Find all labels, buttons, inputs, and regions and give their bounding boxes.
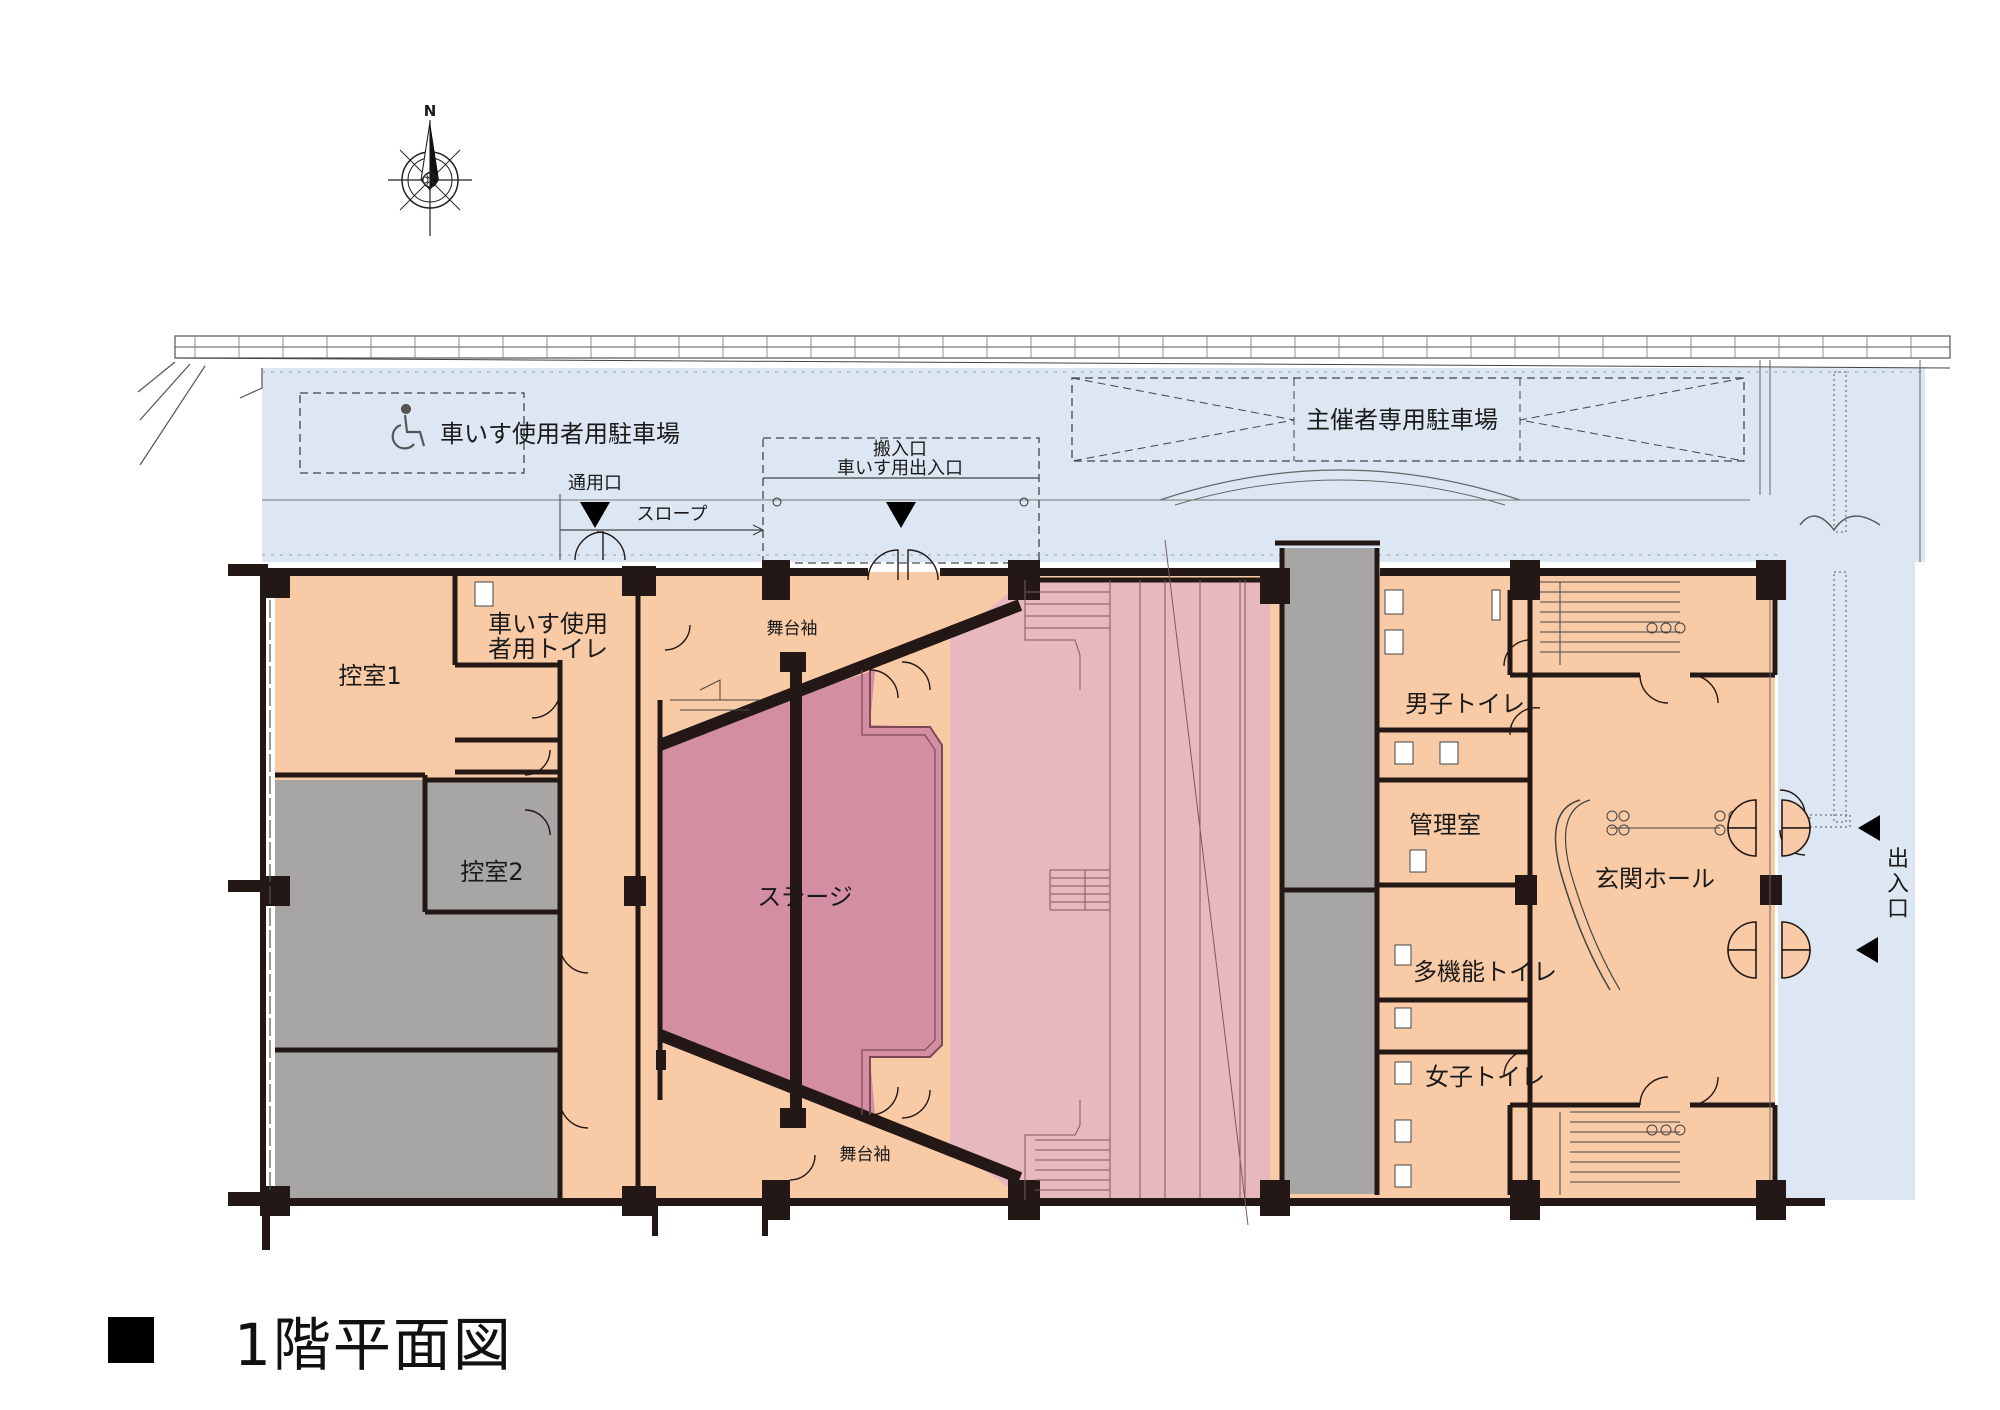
room-multi-toilet-label: 多機能トイレ — [1413, 958, 1557, 986]
room-wheelchair-toilet-label-2: 者用トイレ — [488, 635, 608, 663]
entrance-arrow-icon — [886, 502, 916, 528]
wheelchair-entrance-label: 車いす用出入口 — [837, 458, 963, 479]
room-kanri-label: 管理室 — [1409, 811, 1481, 839]
gray-block-west-lower — [275, 1052, 560, 1202]
site-area — [137, 335, 1951, 1200]
loading-entrance: 搬入口 車いす用出入口 — [762, 437, 1040, 564]
room-stage-label: ステージ — [757, 883, 853, 911]
room-hikae1-label: 控室1 — [338, 662, 401, 690]
north-label: N — [424, 102, 437, 120]
service-entrance-label: 通用口 — [568, 473, 622, 494]
loading-entrance-label: 搬入口 — [873, 439, 927, 460]
slope-label: スロープ — [637, 504, 708, 525]
exit-entrance-char-1: 出 — [1887, 847, 1909, 872]
title-square-icon — [108, 1317, 154, 1363]
room-entrance-hall-label: 玄関ホール — [1595, 865, 1715, 893]
slope: スロープ — [560, 504, 765, 536]
service-entrance: 通用口 — [559, 473, 622, 560]
room-butai-sode-top-label: 舞台袖 — [767, 619, 818, 639]
entrance-arrow-lower-icon — [1856, 937, 1878, 963]
room-mens-toilet-label: 男子トイレ — [1405, 690, 1525, 718]
wheelchair-icon — [391, 403, 426, 450]
plan-title-text: 1階平面図 — [234, 1311, 513, 1379]
room-labels: 控室1 控室2 車いす使用 者用トイレ 舞台袖 舞台袖 ステージ 男子トイレ 管… — [338, 610, 1715, 1165]
exit-entrance-char-3: 口 — [1887, 897, 1909, 922]
gray-block-east-lower — [1282, 892, 1377, 1194]
room-womens-toilet-label: 女子トイレ — [1425, 1063, 1545, 1091]
entrance-arrow-upper-icon — [1858, 815, 1880, 841]
outdoor-paving — [262, 368, 1925, 1200]
room-hikae2-label: 控室2 — [460, 858, 523, 886]
wheelchair-parking: 車いす使用者用駐車場 — [299, 392, 680, 474]
service-entrance-arrow-icon — [580, 502, 610, 528]
gray-block-east-upper — [1282, 548, 1377, 888]
wheelchair-parking-label: 車いす使用者用駐車場 — [440, 420, 680, 448]
organizer-parking: 主催者専用駐車場 — [1071, 377, 1745, 462]
north-arrow-icon: N — [388, 102, 472, 236]
exit-entrance-label: 出 入 口 — [1887, 847, 1909, 922]
organizer-parking-label: 主催者専用駐車場 — [1306, 406, 1498, 434]
room-wheelchair-toilet-label-1: 車いす使用 — [488, 610, 608, 638]
main-entrance-outdoor: 出 入 口 — [1799, 371, 1909, 963]
building — [228, 531, 1825, 1250]
plan-title: 1階平面図 — [108, 1300, 513, 1380]
exit-entrance-char-2: 入 — [1887, 872, 1909, 897]
room-butai-sode-bottom-label: 舞台袖 — [840, 1145, 891, 1165]
